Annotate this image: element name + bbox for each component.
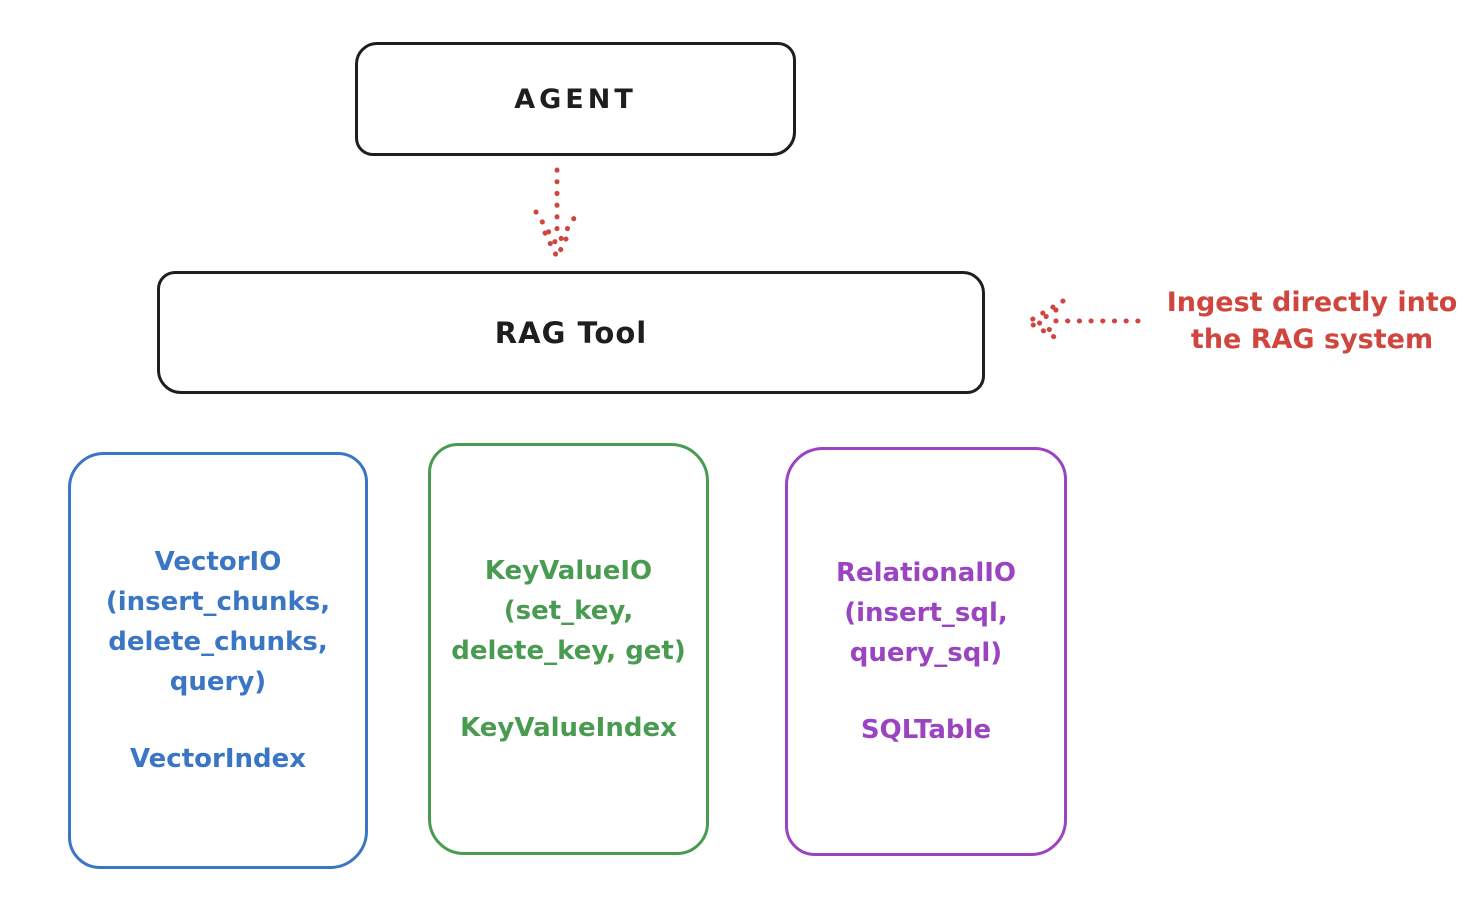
vector-io-box: VectorIO (insert_chunks, delete_chunks, … xyxy=(68,452,368,869)
vector-io-line: delete_chunks, xyxy=(108,627,328,657)
vector-io-line: VectorIO xyxy=(154,547,282,577)
keyvalue-io-line: KeyValueIO xyxy=(484,555,653,586)
annotation-line-2: the RAG system xyxy=(1190,324,1434,355)
relational-io-box: RelationalIO (insert_sql, query_sql) SQL… xyxy=(785,447,1067,856)
arrow-ingest-into-rag-tool-icon xyxy=(1023,298,1141,345)
vector-index-label: VectorIndex xyxy=(129,744,307,774)
rag-tool-box: RAG Tool xyxy=(157,271,985,394)
agent-label: AGENT xyxy=(514,83,637,115)
keyvalue-io-line: delete_key, get) xyxy=(451,635,686,666)
relational-io-line: (insert_sql, xyxy=(844,598,1008,628)
vector-io-line: query) xyxy=(169,667,267,697)
keyvalue-io-box: KeyValueIO (set_key, delete_key, get) Ke… xyxy=(428,443,709,855)
arrow-agent-to-rag-tool-icon xyxy=(533,167,581,263)
keyvalue-io-line: (set_key, xyxy=(503,595,634,626)
agent-box: AGENT xyxy=(355,42,796,156)
rag-tool-label: RAG Tool xyxy=(494,315,648,350)
relational-io-title: RelationalIO (insert_sql, query_sql) xyxy=(836,553,1016,673)
vector-io-line: (insert_chunks, xyxy=(105,587,331,617)
annotation-line-1: Ingest directly into xyxy=(1166,287,1458,318)
vector-io-title: VectorIO (insert_chunks, delete_chunks, … xyxy=(106,542,330,702)
annotation-ingest: Ingest directly into the RAG system xyxy=(1138,284,1484,358)
relational-io-line: RelationalIO xyxy=(835,558,1017,588)
keyvalue-io-title: KeyValueIO (set_key, delete_key, get) xyxy=(451,551,686,671)
sql-table-label: SQLTable xyxy=(860,715,992,745)
relational-io-line: query_sql) xyxy=(849,638,1003,668)
keyvalue-index-label: KeyValueIndex xyxy=(460,712,677,743)
